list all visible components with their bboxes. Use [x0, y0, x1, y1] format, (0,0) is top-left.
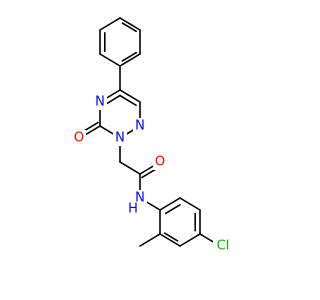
- atom-nitrogen-1: N: [113, 130, 127, 146]
- bond-inner: [119, 94, 137, 106]
- bond: [179, 197, 201, 211]
- atom-label-n: N: [115, 131, 125, 146]
- atom-label-n: N: [135, 119, 145, 134]
- atom-nitrogen-4: N: [93, 94, 107, 110]
- bond: [99, 17, 121, 31]
- bond-inner: [121, 22, 137, 33]
- bond-inner: [164, 232, 179, 242]
- atom-label-n: N: [135, 191, 145, 206]
- atom-label-n: N: [95, 95, 105, 110]
- bond: [119, 161, 141, 175]
- atom-oxygen-ring: O: [72, 130, 86, 146]
- atom-label-o: O: [74, 131, 84, 146]
- atom-label-cl: Cl: [217, 239, 230, 254]
- atom-label-h: H: [128, 202, 138, 217]
- atom-label-o: O: [155, 155, 165, 170]
- bond: [119, 53, 141, 67]
- atom-labels: O N N N O N H: [72, 94, 233, 254]
- bonds: [77, 17, 221, 247]
- bond: [179, 233, 201, 247]
- bond: [159, 197, 181, 211]
- bond: [159, 233, 181, 247]
- atom-chlorine: Cl: [213, 238, 233, 254]
- bond: [119, 17, 141, 31]
- structure-canvas: O N N N O N H: [72, 17, 233, 254]
- bond: [99, 53, 121, 67]
- atom-nitrogen-2: N: [133, 118, 147, 134]
- atom-nitrogen-amide: N H: [128, 190, 147, 217]
- atom-oxygen-amide: O: [153, 154, 167, 170]
- molecule-structure: O N N N O N H: [72, 17, 233, 254]
- bond-inner: [121, 51, 137, 62]
- bond-inner: [164, 204, 181, 215]
- bond: [139, 233, 161, 247]
- bond-inner: [104, 94, 121, 106]
- bond: [119, 89, 141, 103]
